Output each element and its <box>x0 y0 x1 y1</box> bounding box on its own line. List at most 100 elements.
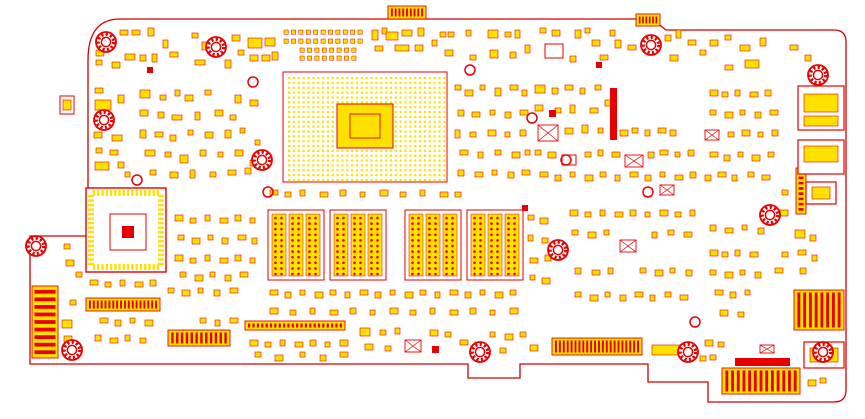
bga-ball <box>433 178 436 182</box>
memory-pad-dot <box>473 233 476 237</box>
component-pad <box>279 339 286 347</box>
bga-ball <box>326 135 329 138</box>
mounting-hole-bore <box>474 346 486 358</box>
memory-pad-dot <box>308 244 311 248</box>
memory-pad-dot <box>490 250 493 253</box>
bga-ball <box>370 174 373 177</box>
component-pad <box>69 299 77 306</box>
ec-pin <box>158 203 164 207</box>
ec-pin <box>122 190 126 196</box>
connector-pin <box>34 320 56 324</box>
component-pad <box>649 294 656 302</box>
memory-pad-dot <box>428 227 431 231</box>
bga-ball <box>312 91 315 94</box>
component-pad <box>629 171 639 178</box>
memory-pad-dot <box>411 244 414 248</box>
mounting-hole-hatch <box>252 150 272 170</box>
bga-ball <box>394 125 397 128</box>
memory-pad-dot <box>513 244 516 248</box>
port-inner <box>803 93 839 113</box>
resistor-pad <box>320 29 326 35</box>
component-pad <box>204 89 212 96</box>
connector-pin <box>574 340 577 353</box>
ec-pin <box>88 253 94 257</box>
component-pad <box>737 151 744 158</box>
component-pad <box>174 254 184 262</box>
memory-pad-dot <box>376 267 379 270</box>
bga-ball <box>389 91 393 94</box>
memory-pad-dot <box>496 239 499 242</box>
connector-pin <box>748 370 752 392</box>
bga-ball <box>409 125 412 128</box>
component-pad <box>419 189 426 197</box>
bga-ball <box>418 135 422 138</box>
memory-pad-dot <box>411 216 414 220</box>
bga-ball <box>394 130 397 133</box>
bga-ball <box>360 81 363 85</box>
memory-pad-dot <box>297 255 300 259</box>
connector-pin <box>283 323 286 328</box>
resistor-pad <box>336 55 342 61</box>
bga-ball <box>341 149 344 152</box>
connector-pin <box>214 332 218 344</box>
bga-ball <box>438 77 441 80</box>
component-pad <box>754 111 762 119</box>
bga-ball <box>443 130 446 133</box>
memory-pad-dot <box>353 267 356 270</box>
connector-pin <box>826 292 830 328</box>
memory-pad-dot <box>428 222 431 225</box>
component-pad <box>539 171 549 178</box>
resistor-pad <box>321 47 327 53</box>
bga-ball <box>292 164 296 167</box>
memory-pad-dot <box>490 272 493 276</box>
component-pad <box>394 44 410 52</box>
memory-pad-dot <box>445 261 448 265</box>
component-red <box>610 88 617 140</box>
component-red <box>549 110 556 117</box>
ec-pin <box>144 190 147 196</box>
connector-pin <box>34 335 56 339</box>
bga-ball <box>312 120 315 123</box>
bga-ball <box>326 154 329 157</box>
bga-ball <box>312 144 315 148</box>
component-pad <box>269 307 279 315</box>
component-pad <box>724 34 732 41</box>
component-pad <box>709 354 717 361</box>
memory-pad-arrays <box>267 209 524 281</box>
bga-ball <box>433 110 436 114</box>
component-pad <box>704 339 714 347</box>
connector-body <box>795 167 807 215</box>
connector-pin <box>339 323 342 328</box>
component-pad <box>111 134 123 142</box>
port-inner <box>803 145 839 163</box>
bga-ball <box>404 115 407 118</box>
memory-pad-dot <box>473 255 476 259</box>
memory-pad-dot <box>291 239 294 242</box>
memory-pad-dot <box>451 250 454 253</box>
bga-ball <box>307 101 310 104</box>
bga-ball <box>297 81 300 85</box>
memory-pad-dot <box>479 233 482 237</box>
mounting-holes <box>25 31 834 363</box>
connector-pin <box>331 323 334 328</box>
bga-ball <box>385 149 388 152</box>
component-pad <box>607 267 614 275</box>
bga-ball <box>351 174 354 177</box>
component-pad <box>614 174 621 182</box>
bga-ball <box>297 159 300 162</box>
component-pad <box>511 151 521 159</box>
ec-pin <box>158 208 164 211</box>
bga-ball <box>438 96 441 99</box>
bga-ball <box>375 169 378 172</box>
connector-pin <box>837 292 841 328</box>
resistor-pad <box>283 29 289 35</box>
component-pad <box>394 327 401 335</box>
bga-ball <box>423 159 426 162</box>
bga-ball <box>331 149 334 152</box>
bga-ball <box>399 178 402 182</box>
bga-ball <box>414 149 417 152</box>
bga-ball <box>341 101 344 104</box>
ec-pin <box>148 264 151 270</box>
memory-pad-dot <box>490 222 493 225</box>
component-pad <box>589 294 599 302</box>
